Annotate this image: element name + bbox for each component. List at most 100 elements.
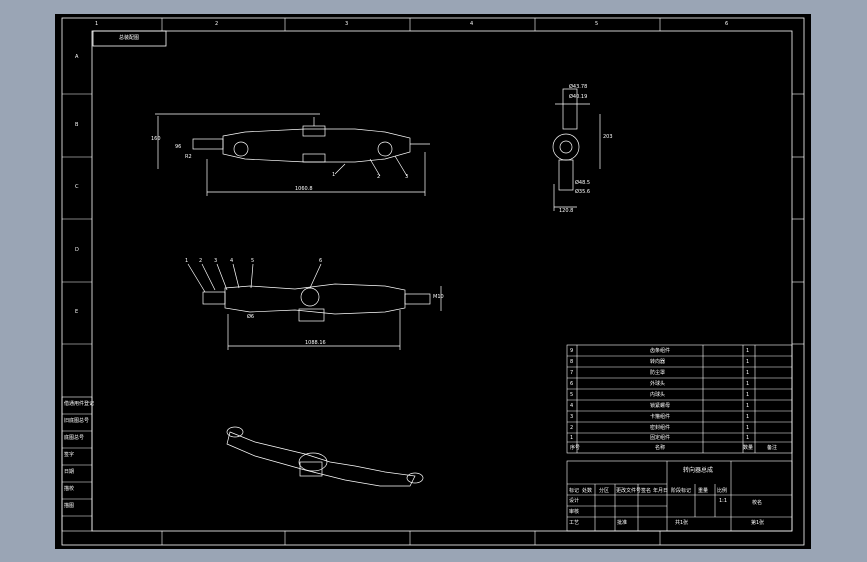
- tb-label-mark: 标记: [569, 488, 580, 494]
- border-col-6: 6: [725, 21, 729, 27]
- tb-label-review: 审核: [569, 509, 580, 515]
- bom-row-3-qty: 1: [746, 414, 750, 420]
- side-dim-top-2: Ø40.19: [569, 94, 588, 100]
- stamp-box: [92, 30, 167, 47]
- bom-row-3-name: 卡箍组件: [650, 414, 671, 420]
- tb-label-weight: 重量: [698, 488, 709, 494]
- left-table-cell-7: 描图: [64, 503, 75, 509]
- front-balloon-2: 2: [377, 174, 381, 180]
- left-table-cell-2: 旧底图总号: [64, 418, 90, 424]
- side-view: [552, 88, 601, 211]
- bom-row-4-qty: 1: [746, 403, 750, 409]
- bom-header-qty: 数量: [743, 445, 754, 451]
- bom-row-7-qty: 1: [746, 370, 750, 376]
- left-table-cell-6: 描校: [64, 486, 75, 492]
- engineering-drawing: [61, 17, 805, 546]
- top-dim-overall: 1088.16: [305, 340, 326, 346]
- bom-row-9-no: 9: [570, 348, 574, 354]
- border-col-2: 2: [215, 21, 219, 27]
- top-balloon-2: 2: [199, 258, 203, 264]
- border-col-5: 5: [595, 21, 599, 27]
- bom-row-6-name: 外球头: [650, 381, 666, 387]
- bom-row-1-name: 固定组件: [650, 435, 671, 441]
- tb-label-zone: 分区: [599, 488, 610, 494]
- bom-row-3-no: 3: [570, 414, 574, 420]
- bom-row-4-name: 锁紧螺母: [650, 403, 671, 409]
- front-balloon-1: 1: [332, 172, 336, 178]
- left-table-cell-5: 日期: [64, 469, 75, 475]
- side-dim-width: 120.8: [559, 208, 574, 214]
- top-view: [187, 263, 442, 350]
- outer-frame: [61, 17, 805, 546]
- title-stamp-text: 总装配图: [119, 35, 140, 41]
- title-block: [566, 460, 793, 532]
- side-dim-top-1: Ø43.78: [569, 84, 588, 90]
- bom-row-9-qty: 1: [746, 348, 750, 354]
- bom-row-2-name: 密封组件: [650, 425, 671, 431]
- bom-row-8-no: 8: [570, 359, 574, 365]
- border-row-e: E: [75, 309, 79, 315]
- left-table-cell-4: 签字: [64, 452, 75, 458]
- border-row-a: A: [75, 54, 79, 60]
- tb-label-process: 工艺: [569, 520, 580, 526]
- title-block-sheet: 第1张: [751, 520, 765, 526]
- bom-row-6-no: 6: [570, 381, 574, 387]
- bom-header-remark: 备注: [767, 445, 778, 451]
- top-dim-left: Ø6: [247, 314, 255, 320]
- side-dim-bottom-1: Ø48.5: [575, 180, 591, 186]
- bom-row-2-qty: 1: [746, 425, 750, 431]
- isometric-view: [226, 426, 424, 487]
- bom-row-4-no: 4: [570, 403, 574, 409]
- bom-row-7-name: 防尘罩: [650, 370, 666, 376]
- top-balloon-3: 3: [214, 258, 218, 264]
- bom-row-1-no: 1: [570, 435, 574, 441]
- bom-row-8-name: 转向器: [650, 359, 666, 365]
- border-row-b: B: [75, 122, 79, 128]
- bom-row-2-no: 2: [570, 425, 574, 431]
- top-balloon-6: 6: [319, 258, 323, 264]
- tb-label-total-sheets: 共1张: [675, 520, 689, 526]
- front-dim-height-3: R2: [185, 154, 192, 160]
- front-view: [155, 113, 430, 196]
- top-dim-right: M10: [433, 294, 444, 300]
- side-dim-height: 203: [603, 134, 613, 140]
- left-side-table: [61, 396, 93, 532]
- drawing-sheet: 总装配图 1060.8 160 96 R2 1 2 3 Ø43.78 Ø40.1…: [55, 14, 811, 549]
- tb-label-date: 年月日: [653, 488, 669, 494]
- front-dim-overall: 1060.8: [295, 186, 313, 192]
- tb-label-stage: 阶段标记: [671, 488, 692, 494]
- bom-row-8-qty: 1: [746, 359, 750, 365]
- bom-row-7-no: 7: [570, 370, 574, 376]
- tb-label-change-doc: 更改文件号: [616, 488, 642, 494]
- bom-table: [566, 344, 793, 454]
- border-row-c: C: [75, 184, 79, 190]
- front-dim-height-2: 96: [175, 144, 182, 150]
- bom-row-6-qty: 1: [746, 381, 750, 387]
- left-table-cell-1: 借通用件登记: [64, 401, 95, 407]
- border-col-3: 3: [345, 21, 349, 27]
- top-balloon-4: 4: [230, 258, 234, 264]
- bom-row-5-no: 5: [570, 392, 574, 398]
- bom-row-5-name: 内球头: [650, 392, 666, 398]
- tb-label-approve: 批准: [617, 520, 628, 526]
- side-dim-bottom-2: Ø35.6: [575, 189, 591, 195]
- top-balloon-5: 5: [251, 258, 255, 264]
- left-table-cell-3: 底图总号: [64, 435, 85, 441]
- front-dim-height-1: 160: [151, 136, 161, 142]
- bom-header-no: 序号: [570, 445, 581, 451]
- border-col-4: 4: [470, 21, 474, 27]
- border-zone-ticks: [62, 18, 804, 545]
- bom-row-9-name: 齿条组件: [650, 348, 671, 354]
- bom-row-1-qty: 1: [746, 435, 750, 441]
- border-row-d: D: [75, 247, 79, 253]
- tb-label-design: 设计: [569, 498, 580, 504]
- title-block-drawing-title: 转向器总成: [683, 467, 714, 474]
- bom-header-name: 名称: [655, 445, 666, 451]
- tb-label-ratio: 比例: [717, 488, 728, 494]
- title-stamp: 总装配图: [93, 31, 166, 46]
- title-block-scale: 1:1: [719, 498, 728, 504]
- inner-frame: [91, 30, 793, 532]
- front-balloon-3: 3: [405, 174, 409, 180]
- title-block-company: 校名: [752, 500, 763, 506]
